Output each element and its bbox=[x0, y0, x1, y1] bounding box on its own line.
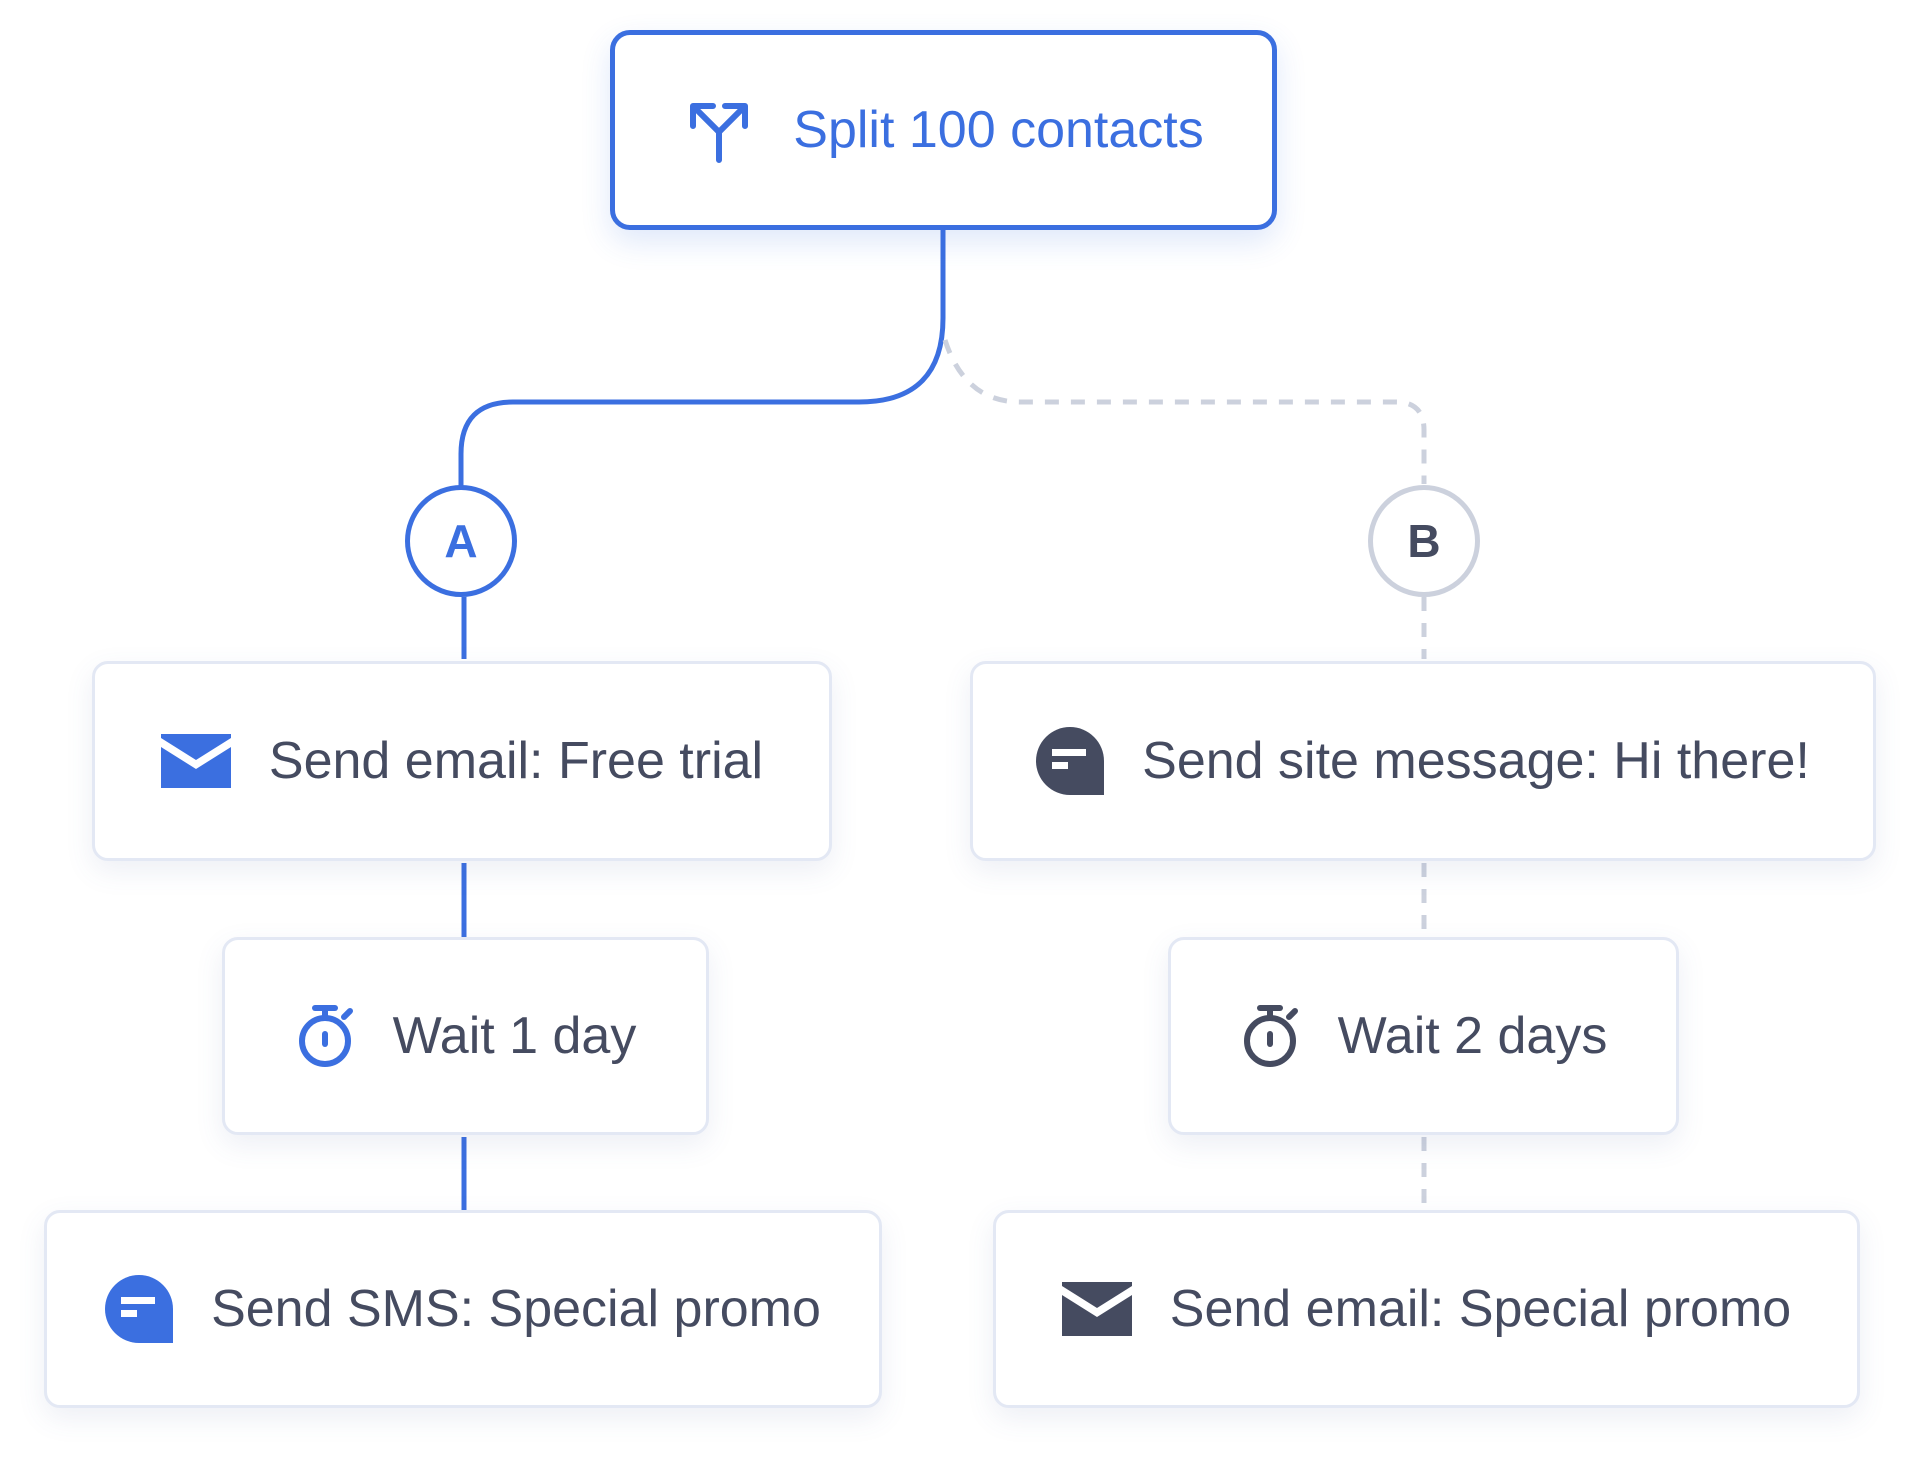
branch-b-badge[interactable]: B bbox=[1368, 485, 1480, 597]
step-b-wait[interactable]: Wait 2 days bbox=[1168, 937, 1679, 1135]
stopwatch-icon bbox=[298, 1005, 353, 1067]
step-a-send-email-label: Send email: Free trial bbox=[268, 732, 764, 790]
step-b-send-site-message[interactable]: Send site message: Hi there! bbox=[970, 661, 1876, 861]
branch-a-label: A bbox=[444, 515, 478, 567]
step-b-send-email[interactable]: Send email: Special promo bbox=[993, 1210, 1860, 1408]
step-b-wait-label: Wait 2 days bbox=[1337, 1007, 1608, 1065]
step-a-wait-label: Wait 1 day bbox=[392, 1007, 637, 1065]
chat-bubble-icon bbox=[1036, 727, 1105, 795]
step-a-send-sms[interactable]: Send SMS: Special promo bbox=[44, 1210, 882, 1408]
step-a-send-email[interactable]: Send email: Free trial bbox=[92, 661, 832, 861]
split-node-label: Split 100 contacts bbox=[793, 101, 1204, 159]
envelope-icon bbox=[1061, 1282, 1132, 1336]
envelope-icon bbox=[160, 734, 231, 788]
split-arrows-icon bbox=[690, 103, 749, 163]
stopwatch-icon bbox=[1243, 1005, 1298, 1067]
branch-b-label: B bbox=[1407, 515, 1441, 567]
split-node[interactable]: Split 100 contacts bbox=[610, 30, 1277, 230]
connector-split-to-b bbox=[942, 339, 1427, 484]
connector-split-to-a bbox=[458, 225, 946, 488]
chat-bubble-icon bbox=[105, 1275, 174, 1343]
branch-a-badge[interactable]: A bbox=[405, 485, 517, 597]
step-b-send-site-message-label: Send site message: Hi there! bbox=[1142, 732, 1810, 790]
step-b-send-email-label: Send email: Special promo bbox=[1169, 1280, 1792, 1338]
step-a-send-sms-label: Send SMS: Special promo bbox=[211, 1280, 821, 1338]
step-a-wait[interactable]: Wait 1 day bbox=[222, 937, 709, 1135]
